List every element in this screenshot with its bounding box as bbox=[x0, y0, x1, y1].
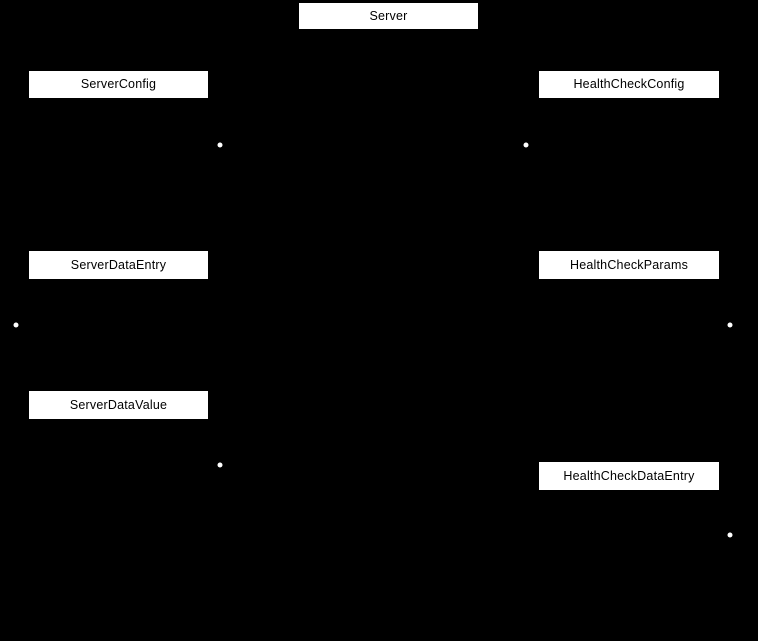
connector-dot bbox=[523, 142, 529, 148]
node-health-check-config: HealthCheckConfig bbox=[539, 71, 719, 98]
node-server: Server bbox=[299, 3, 478, 29]
node-server-config: ServerConfig bbox=[29, 71, 208, 98]
connector-dot bbox=[727, 322, 733, 328]
connector-dot bbox=[727, 532, 733, 538]
connector-dot bbox=[217, 462, 223, 468]
node-health-check-data-entry: HealthCheckDataEntry bbox=[539, 462, 719, 490]
connector-dot bbox=[13, 322, 19, 328]
node-server-data-value: ServerDataValue bbox=[29, 391, 208, 419]
connector-dot bbox=[217, 142, 223, 148]
node-server-data-entry: ServerDataEntry bbox=[29, 251, 208, 279]
node-health-check-params: HealthCheckParams bbox=[539, 251, 719, 279]
